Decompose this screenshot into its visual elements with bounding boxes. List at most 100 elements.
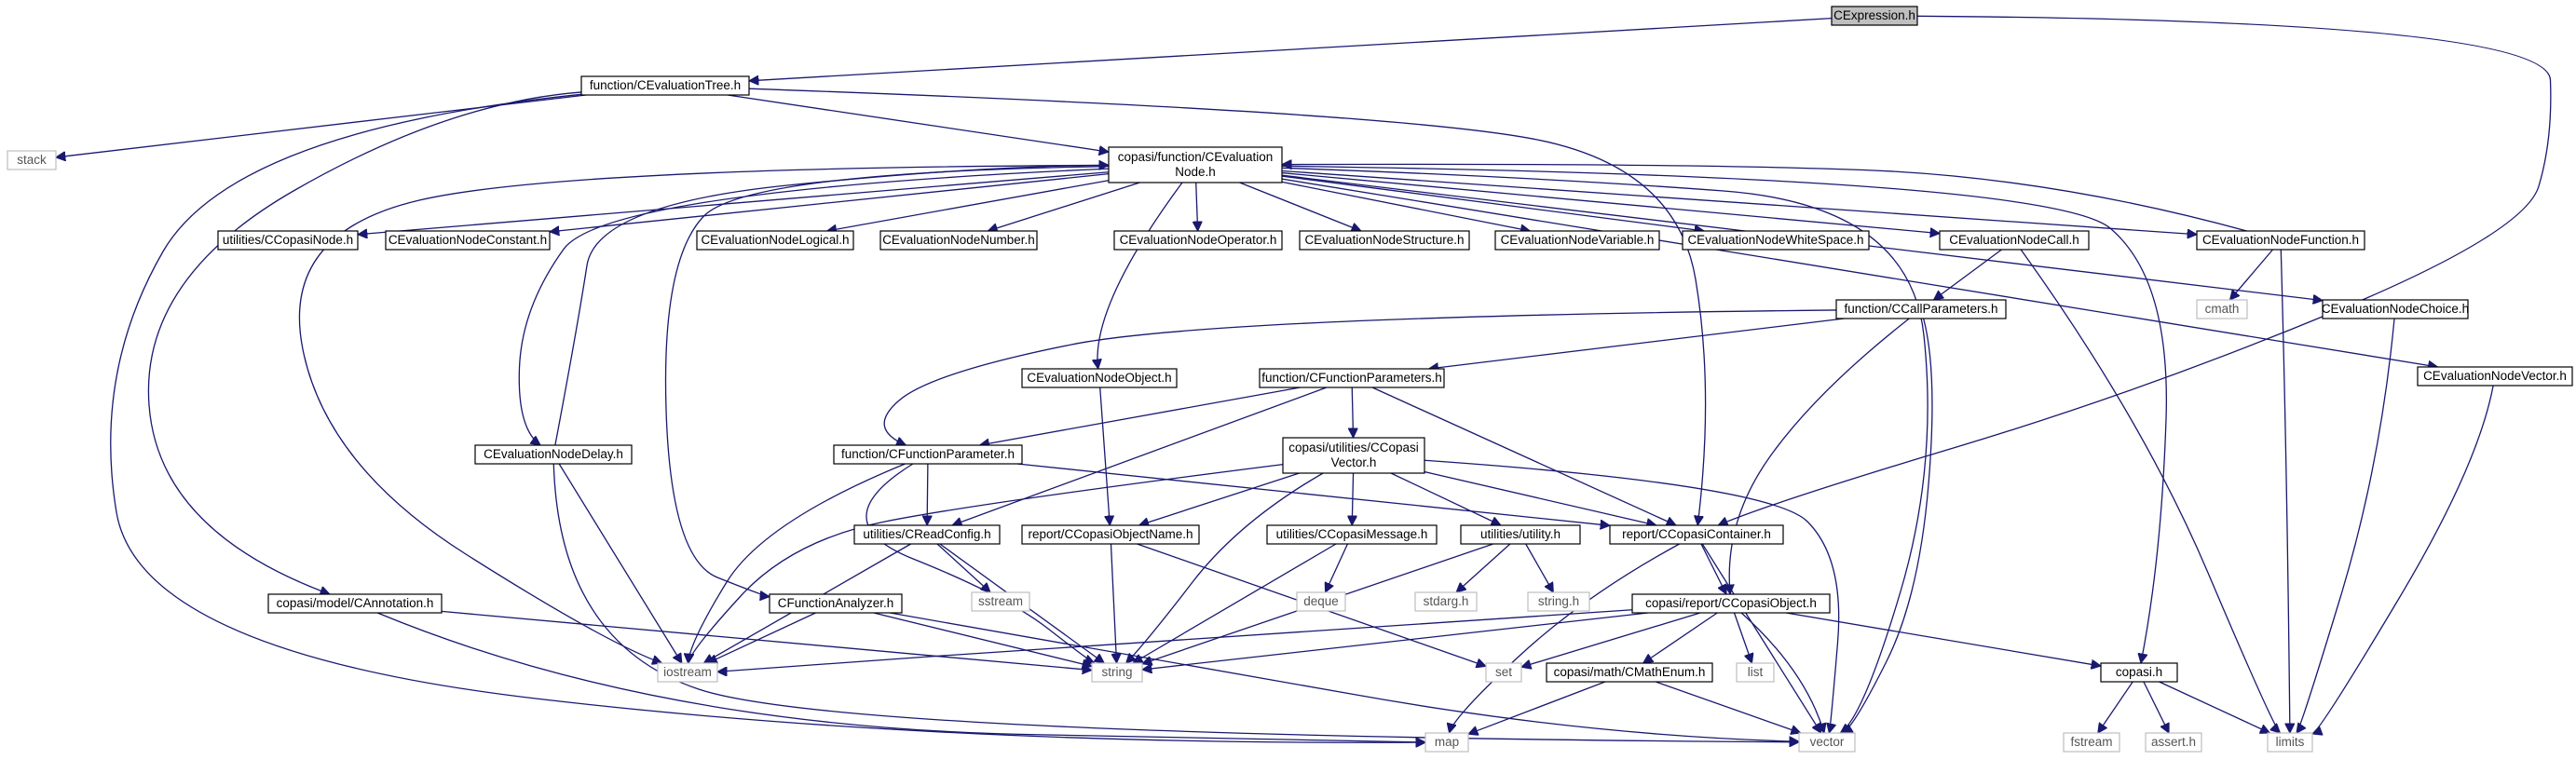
edge-CExpression-to-CCopasiContainer [1718, 15, 2552, 525]
node-box [1494, 230, 1660, 251]
node-label: Node.h [1175, 165, 1216, 179]
edge-CFunctionParameter-to-iostream [688, 463, 906, 663]
node-box [1546, 662, 1713, 683]
node-box [1113, 230, 1283, 251]
node-CEvaluationNodeObject[interactable]: CEvaluationNodeObject.h [1021, 368, 1178, 388]
edge-CEvaluationNodeDelay-to-CEvaluationNode [554, 165, 1109, 446]
edge-CCopasiVector-to-CCopasiContainer [1424, 470, 1656, 525]
node-label: function/CEvaluationTree.h [590, 78, 741, 92]
edge-CCopasiObject-to-copasi [1786, 612, 2101, 666]
node-set: set [1485, 662, 1522, 683]
node-CReadConfig[interactable]: utilities/CReadConfig.h [853, 524, 1001, 545]
node-CEvaluationNodeFunction[interactable]: CEvaluationNodeFunction.h [2196, 230, 2365, 251]
node-label: CEvaluationNodeVariable.h [1501, 233, 1655, 247]
node-label: CEvaluationNodeLogical.h [701, 233, 849, 247]
edge-CEvaluationNodeFunction-to-limits [2280, 249, 2290, 733]
node-label: CEvaluationNodeFunction.h [2202, 233, 2359, 247]
node-CEvaluationNodeVector[interactable]: CEvaluationNodeVector.h [2417, 366, 2573, 387]
node-label: copasi/report/CCopasiObject.h [1645, 596, 1817, 610]
node-CCopasiObjectName[interactable]: report/CCopasiObjectName.h [1021, 524, 1200, 545]
edge-CEvaluationNodeVector-to-limits [2312, 385, 2494, 734]
node-label: string [1101, 665, 1132, 679]
node-CEvaluationNodeWhiteSpace[interactable]: CEvaluationNodeWhiteSpace.h [1682, 230, 1870, 251]
node-box [7, 150, 57, 170]
node-CEvaluationNodeVariable[interactable]: CEvaluationNodeVariable.h [1494, 230, 1660, 251]
edge-CEvaluationTree-to-CAnnotation [147, 91, 582, 594]
edge-CCopasiVector-to-CCopasiObjectName [1139, 472, 1300, 525]
edge-CEvaluationNodeFunction-to-CEvaluationNode [1282, 164, 2247, 232]
node-cmath: cmath [2196, 299, 2248, 319]
node-CEvaluationNodeOperator[interactable]: CEvaluationNodeOperator.h [1113, 230, 1283, 251]
node-CFunctionParameters[interactable]: function/CFunctionParameters.h [1259, 368, 1445, 388]
edge-CMathEnum-to-map [1468, 681, 1606, 734]
node-label: copasi/math/CMathEnum.h [1554, 665, 1706, 679]
node-CCopasiObject[interactable]: copasi/report/CCopasiObject.h [1631, 593, 1831, 614]
node-box [1631, 593, 1831, 614]
node-vector: vector [1798, 732, 1856, 753]
node-label: utilities/utility.h [1480, 527, 1561, 541]
edge-CFunctionParameters-to-CReadConfig [952, 387, 1328, 525]
node-CEvaluationNodeStructure[interactable]: CEvaluationNodeStructure.h [1299, 230, 1470, 251]
node-CExpression[interactable]: CExpression.h [1831, 6, 1918, 26]
edge-CCallParameters-to-vector [1843, 318, 1933, 733]
node-box [1108, 146, 1283, 183]
node-CEvaluationNodeCall[interactable]: CEvaluationNodeCall.h [1939, 230, 2090, 251]
node-label: CEvaluationNodeCall.h [1949, 233, 2079, 247]
node-label: copasi.h [2116, 665, 2162, 679]
edge-CEvaluationNodeDelay-to-vector [552, 463, 1799, 742]
node-label: limits [2276, 735, 2305, 749]
edge-copasi-to-fstream [2098, 681, 2133, 733]
node-list: list [1736, 662, 1775, 683]
node-label: copasi/function/CEvaluation [1118, 150, 1274, 164]
node-CEvaluationTree[interactable]: function/CEvaluationTree.h [580, 75, 750, 96]
node-CMathEnum[interactable]: copasi/math/CMathEnum.h [1546, 662, 1713, 683]
node-label: copasi/model/CAnnotation.h [277, 596, 434, 610]
node-box [769, 593, 903, 614]
node-CCopasiMessage[interactable]: utilities/CCopasiMessage.h [1266, 524, 1438, 545]
edge-CEvaluationNode-to-CEvaluationNodeObject [1097, 182, 1183, 369]
node-label: set [1495, 665, 1512, 679]
edge-CCallParameters-to-CFunctionParameters [1429, 318, 1845, 369]
node-CCallParameters[interactable]: function/CCallParameters.h [1835, 299, 2007, 319]
node-box [1296, 591, 1346, 612]
edge-CCallParameters-to-CCopasiObject [1729, 318, 1910, 594]
node-CCopasiContainer[interactable]: report/CCopasiContainer.h [1609, 524, 1784, 545]
edge-CCopasiContainer-to-map [1450, 543, 1680, 733]
node-CCopasiNode[interactable]: utilities/CCopasiNode.h [217, 230, 359, 251]
edge-CEvaluationNode-to-CEvaluationNodeWhiteSpace [1281, 175, 1704, 231]
node-CEvaluationNodeConstant[interactable]: CEvaluationNodeConstant.h [385, 230, 551, 251]
node-box [1021, 524, 1200, 545]
node-stdarg: stdarg.h [1414, 591, 1478, 612]
edge-utility-to-stdarg [1456, 543, 1511, 592]
node-CEvaluationNode[interactable]: copasi/function/CEvaluationNode.h [1108, 146, 1283, 183]
node-CEvaluationNodeLogical[interactable]: CEvaluationNodeLogical.h [696, 230, 854, 251]
node-box [657, 662, 718, 683]
edge-CEvaluationNode-to-CEvaluationNodeVector [1281, 178, 2438, 367]
node-CEvaluationNodeChoice[interactable]: CEvaluationNodeChoice.h [2322, 299, 2469, 319]
node-CFunctionParameter[interactable]: function/CFunctionParameter.h [833, 444, 1023, 465]
node-assert: assert.h [2145, 732, 2202, 753]
node-label: list [1748, 665, 1764, 679]
node-label: sstream [978, 594, 1023, 608]
edge-copasi-to-limits [2159, 681, 2270, 733]
node-label: function/CCallParameters.h [1844, 302, 1997, 316]
node-label: CEvaluationNodeOperator.h [1120, 233, 1277, 247]
edge-CCopasiContainer-to-CCopasiObject [1700, 543, 1727, 594]
edge-CFunctionParameters-to-CFunctionParameter [979, 387, 1301, 445]
node-box [474, 444, 633, 465]
node-CAnnotation[interactable]: copasi/model/CAnnotation.h [267, 593, 443, 614]
node-box [1299, 230, 1470, 251]
node-utility[interactable]: utilities/utility.h [1460, 524, 1581, 545]
node-box [1736, 662, 1775, 683]
node-CEvaluationNodeNumber[interactable]: CEvaluationNodeNumber.h [879, 230, 1038, 251]
node-box [1091, 662, 1143, 683]
node-label: stack [17, 153, 47, 167]
node-CEvaluationNodeDelay[interactable]: CEvaluationNodeDelay.h [474, 444, 633, 465]
node-copasi[interactable]: copasi.h [2100, 662, 2178, 683]
node-CFunctionAnalyzer[interactable]: CFunctionAnalyzer.h [769, 593, 903, 614]
node-box [2145, 732, 2202, 753]
node-box [2267, 732, 2313, 753]
node-box [2417, 366, 2573, 387]
